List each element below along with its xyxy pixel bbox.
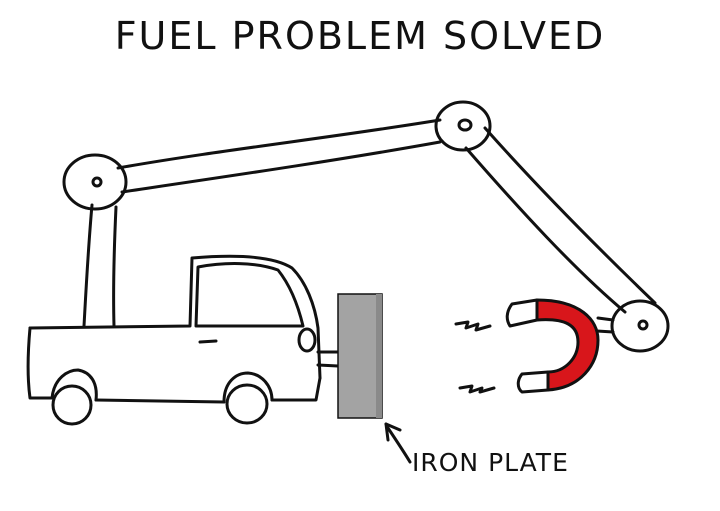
crane-boom [82, 118, 657, 328]
pointer-arrow [384, 422, 412, 464]
iron-plate-label: IRON PLATE [412, 448, 569, 477]
front-wheel [225, 383, 269, 425]
meme-title: FUEL PROBLEM SOLVED [114, 14, 606, 58]
iron-plate [337, 293, 383, 419]
shoulder-joint [62, 153, 128, 211]
elbow-joint [434, 100, 492, 152]
wrist-joint [610, 299, 670, 353]
truck [26, 254, 340, 426]
crane-joints [62, 100, 670, 353]
headlight [297, 327, 317, 353]
rear-wheel [51, 384, 93, 426]
magnet [505, 298, 600, 394]
force-lines [454, 320, 496, 394]
